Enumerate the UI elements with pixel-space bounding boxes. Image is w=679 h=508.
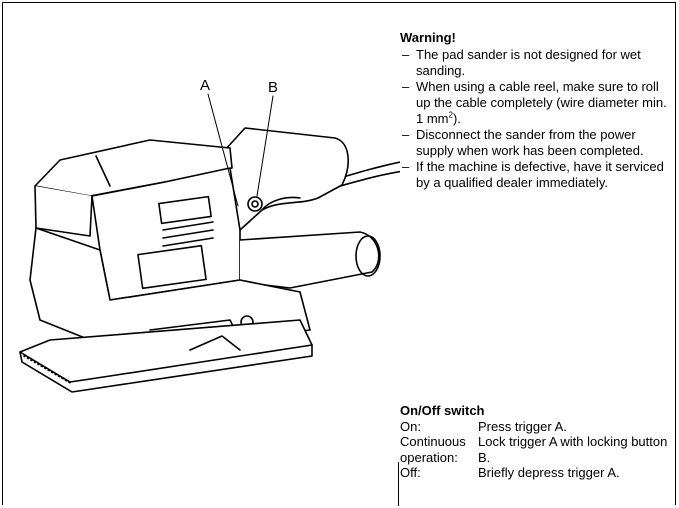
switch-key: Off:	[400, 465, 421, 480]
column-divider	[398, 462, 399, 506]
table-row: Continuous operation: Lock trigger A wit…	[400, 434, 672, 465]
warning-item: –The pad sander is not designed for wet …	[402, 47, 641, 78]
warning-section: Warning! –The pad sander is not designed…	[400, 30, 672, 191]
warning-item: –If the machine is defective, have it se…	[402, 159, 664, 190]
switch-key: On:	[400, 418, 421, 434]
switch-value: Press trigger A.	[478, 418, 567, 434]
callout-b: B	[268, 79, 278, 96]
warning-title: Warning!	[400, 30, 456, 45]
table-row: Off: Briefly depress trigger A.	[400, 465, 672, 481]
pad-sander-illustration: A B	[19, 77, 400, 393]
on-off-switch-section: On/Off switch On: Press trigger A. Conti…	[400, 403, 672, 481]
switch-table: On: Press trigger A. Continuous operatio…	[400, 419, 672, 481]
switch-value: Briefly depress trigger A.	[478, 465, 620, 480]
switch-key: Continuous operation:	[400, 434, 466, 465]
switch-value: Lock trigger A with locking button B.	[478, 434, 668, 465]
warning-item: –Disconnect the sander from the power su…	[402, 127, 644, 158]
warning-item: –When using a cable reel, make sure to r…	[402, 79, 667, 126]
callout-a: A	[200, 77, 210, 94]
table-row: On: Press trigger A.	[400, 419, 672, 435]
warning-list: –The pad sander is not designed for wet …	[400, 47, 672, 191]
switch-title: On/Off switch	[400, 403, 485, 418]
